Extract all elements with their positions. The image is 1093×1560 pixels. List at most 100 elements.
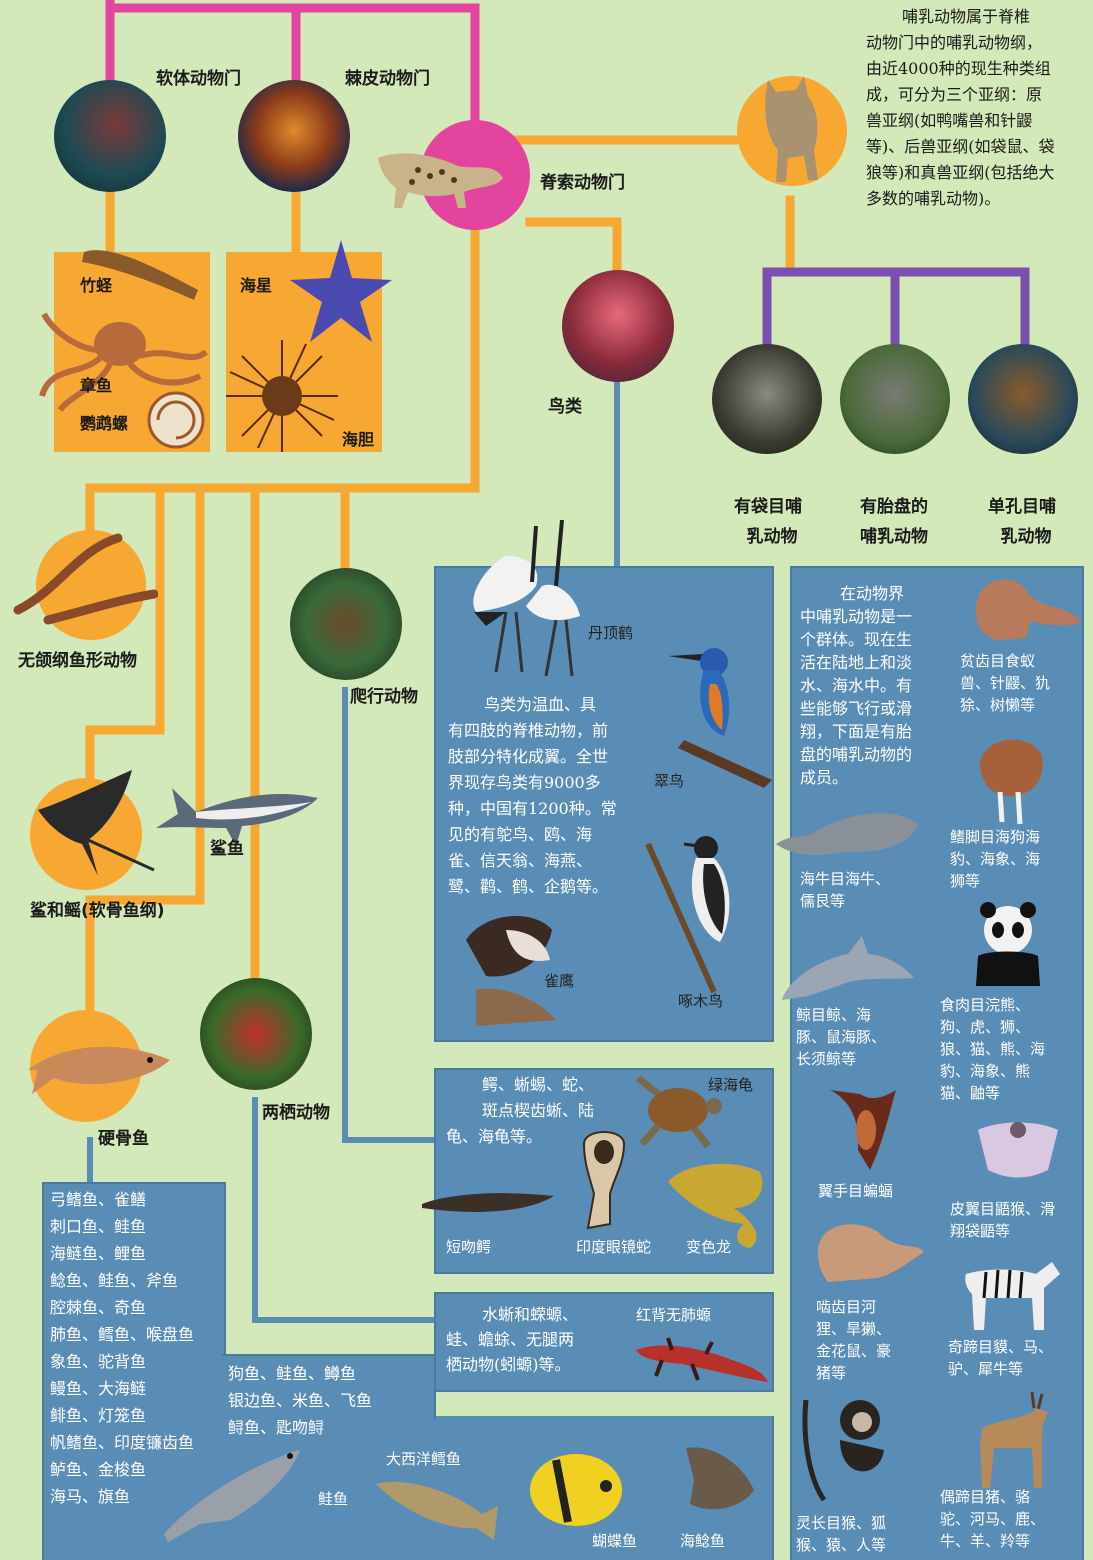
artiodactyl-label: 偶蹄目猪、骆驼、河马、鹿、牛、羊、羚等 bbox=[940, 1486, 1045, 1552]
echinoderm-photo bbox=[238, 80, 350, 192]
fish-list-line: 海鲢鱼、鲤鱼 bbox=[50, 1240, 230, 1267]
dolphin-line: 鲸目鲸、海 bbox=[796, 1004, 886, 1026]
butterflyfish-icon bbox=[516, 1446, 636, 1536]
artiodactyl-line: 驼、河马、鹿、 bbox=[940, 1508, 1045, 1530]
crane-label: 丹顶鹤 bbox=[588, 622, 633, 643]
reptile-desc-line: 鳄、蜥蜴、蛇、 bbox=[446, 1072, 626, 1098]
sea-turtle-label: 绿海龟 bbox=[708, 1074, 753, 1095]
birds-label: 鸟类 bbox=[548, 392, 582, 417]
echinoderm-label: 棘皮动物门 bbox=[345, 64, 430, 89]
starfish-label: 海星 bbox=[240, 272, 272, 296]
dolphin-label: 鲸目鲸、海豚、鼠海豚、长须鲸等 bbox=[796, 1004, 886, 1070]
monkey-icon bbox=[800, 1380, 900, 1510]
intro-line: 狼等)和真兽亚纲(包括绝大 bbox=[866, 160, 1086, 186]
perissodactyl-line: 奇蹄目貘、马、 bbox=[948, 1336, 1053, 1358]
carnivore-line: 豹、海象、熊 bbox=[940, 1060, 1045, 1082]
amphibians-photo bbox=[200, 978, 312, 1090]
primate-label: 灵长目猴、狐猴、猿、人等 bbox=[796, 1512, 886, 1556]
colugo-line: 皮翼目鼯猴、滑 bbox=[950, 1198, 1055, 1220]
birds-desc-line: 有四肢的脊椎动物，前 bbox=[448, 718, 648, 744]
zebra-icon bbox=[956, 1254, 1066, 1334]
octopus-label: 章鱼 bbox=[80, 372, 112, 396]
anteater-icon bbox=[968, 566, 1086, 646]
mollusca-photo bbox=[54, 80, 166, 192]
woodpecker-icon bbox=[644, 824, 744, 994]
kingfisher-icon bbox=[664, 640, 774, 790]
salmon-icon bbox=[160, 1444, 310, 1544]
marsupial-label: 有袋目哺乳动物 bbox=[734, 492, 802, 552]
artiodactyl-line: 牛、羊、羚等 bbox=[940, 1530, 1045, 1552]
colugo-icon bbox=[968, 1110, 1068, 1190]
cod-label: 大西洋鳕鱼 bbox=[386, 1448, 461, 1469]
fish-list-line: 弓鳍鱼、雀鳝 bbox=[50, 1186, 230, 1213]
catfish-label: 海鲶鱼 bbox=[680, 1530, 725, 1551]
fish-list-line: 狗鱼、鲑鱼、鳟鱼 bbox=[228, 1360, 428, 1387]
birds-desc-line: 见的有鸵鸟、鸥、海 bbox=[448, 822, 648, 848]
crane-icon bbox=[446, 516, 596, 676]
dolphin-line: 长须鲸等 bbox=[796, 1048, 886, 1070]
cobra-icon bbox=[574, 1124, 634, 1234]
nautilus-icon bbox=[138, 388, 210, 452]
anteater-line: 兽、针鼹、犰 bbox=[960, 672, 1050, 694]
monotreme-line: 乳动物 bbox=[988, 522, 1056, 552]
mammal-desc-line: 水、海水中。有 bbox=[800, 674, 960, 697]
fish-list-line: 银边鱼、米鱼、飞鱼 bbox=[228, 1387, 428, 1414]
mollusca-label: 软体动物门 bbox=[156, 64, 241, 89]
shark-label: 鲨鱼 bbox=[210, 834, 244, 859]
marmot-icon bbox=[808, 1212, 928, 1292]
rodent-label: 啮齿目河狸、旱獭、金花鼠、豪猪等 bbox=[816, 1296, 891, 1384]
marsupial-line: 有袋目哺 bbox=[734, 492, 802, 522]
birds-desc-line: 界现存鸟类有9000多 bbox=[448, 770, 648, 796]
sparrowhawk-label: 雀鹰 bbox=[544, 970, 574, 991]
fish-list-line: 腔棘鱼、奇鱼 bbox=[50, 1294, 230, 1321]
mammal-desc-line: 翔，下面是有胎 bbox=[800, 720, 960, 743]
birds-photo bbox=[562, 270, 674, 382]
amphibians-label: 两栖动物 bbox=[262, 1098, 330, 1123]
fish-list-line: 刺口鱼、鲑鱼 bbox=[50, 1213, 230, 1240]
kingfisher-label: 翠鸟 bbox=[654, 770, 684, 791]
dolphin-icon bbox=[778, 930, 918, 1010]
fish-list-line: 鲱鱼、灯笼鱼 bbox=[50, 1402, 230, 1429]
anteater-line: 狳、树懒等 bbox=[960, 694, 1050, 716]
primate-line: 猴、猿、人等 bbox=[796, 1534, 886, 1556]
sparrowhawk-icon bbox=[456, 900, 566, 1030]
amphibian-desc-line: 栖动物(蚓螈)等。 bbox=[446, 1352, 636, 1377]
mammal-desc-line: 活在陆地上和淡 bbox=[800, 651, 960, 674]
carnivore-line: 狼、猫、熊、海 bbox=[940, 1038, 1045, 1060]
birds-desc-line: 雀、信天翁、海燕、 bbox=[448, 848, 648, 874]
amphibian-desc-line: 水蜥和蝾螈、 bbox=[446, 1302, 636, 1327]
catfish-icon bbox=[680, 1440, 760, 1520]
alligator-label: 短吻鳄 bbox=[446, 1236, 491, 1257]
intro-line: 由近4000种的现生种类组 bbox=[866, 56, 1086, 82]
carnivore-line: 食肉目浣熊、 bbox=[940, 994, 1045, 1016]
mammal-desc-line: 中哺乳动物是一 bbox=[800, 605, 960, 628]
artiodactyl-line: 偶蹄目猪、骆 bbox=[940, 1486, 1045, 1508]
fish-list-line: 鳗鱼、大海鲢 bbox=[50, 1375, 230, 1402]
rodent-line: 啮齿目河 bbox=[816, 1296, 891, 1318]
walrus-line: 狮等 bbox=[950, 870, 1040, 892]
intro-line: 动物门中的哺乳动物纲， bbox=[866, 30, 1086, 56]
chameleon-label: 变色龙 bbox=[686, 1236, 731, 1257]
placental-line: 哺乳动物 bbox=[860, 522, 928, 552]
marsupial-line: 乳动物 bbox=[734, 522, 802, 552]
anteater-label: 贫齿目食蚁兽、针鼹、犰狳、树懒等 bbox=[960, 650, 1050, 716]
salamander-label: 红背无肺螈 bbox=[636, 1304, 711, 1325]
mammal-desc-line: 盘的哺乳动物的 bbox=[800, 743, 960, 766]
manatee-label: 海牛目海牛、儒艮等 bbox=[800, 868, 890, 912]
amphibian-desc-line: 蛙、蟾蜍、无腿两 bbox=[446, 1327, 636, 1352]
reptile-desc-line: 斑点楔齿蜥、陆 bbox=[446, 1098, 626, 1124]
marsupial-photo bbox=[712, 344, 822, 454]
sea-urchin-icon bbox=[222, 336, 342, 456]
fish-list-line: 鲟鱼、匙吻鲟 bbox=[228, 1414, 428, 1441]
primate-line: 灵长目猴、狐 bbox=[796, 1512, 886, 1534]
mammal-desc-line: 些能够飞行或滑 bbox=[800, 697, 960, 720]
carnivore-label: 食肉目浣熊、狗、虎、狮、狼、猫、熊、海豹、海象、熊猫、鼬等 bbox=[940, 994, 1045, 1104]
birds-desc-line: 肢部分特化成翼。全世 bbox=[448, 744, 648, 770]
intro-line: 兽亚纲(如鸭嘴兽和针鼹 bbox=[866, 108, 1086, 134]
placental-line: 有胎盘的 bbox=[860, 492, 928, 522]
intro-line: 多数的哺乳动物)。 bbox=[866, 186, 1086, 212]
cartilaginous-label: 鲨和鳐(软骨鱼纲) bbox=[30, 896, 165, 921]
colugo-label: 皮翼目鼯猴、滑翔袋鼯等 bbox=[950, 1198, 1055, 1242]
cobra-label: 印度眼镜蛇 bbox=[576, 1236, 651, 1257]
mammal-desc-line: 个群体。现在生 bbox=[800, 628, 960, 651]
